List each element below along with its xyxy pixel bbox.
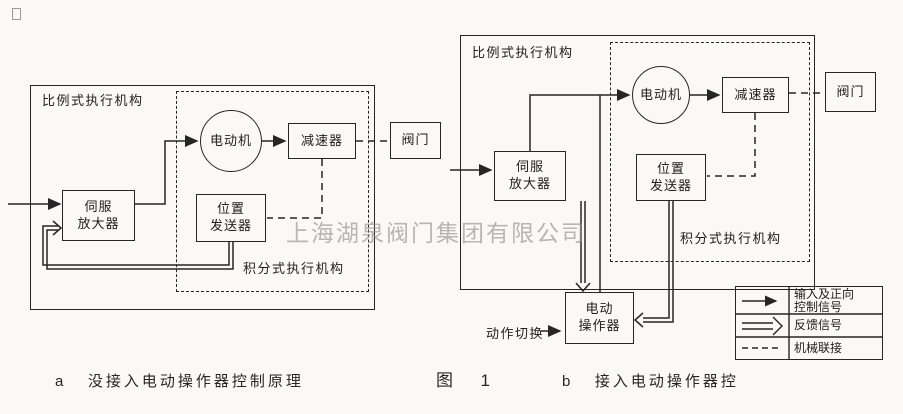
feedback-line-b-2 [643,201,674,323]
reducer-node-a: 减速器 [288,123,356,159]
position-transmitter-node-b: 位置 发送器 [636,154,706,201]
diagram-b-connections [450,89,825,337]
integral-actuator-label-b: 积分式执行机构 [680,231,782,246]
caption-b: b 接入电动操作器控 [562,373,739,390]
legend-label-feedback-signal: 反馈信号 [794,318,843,332]
electric-operator-node: 电动 操作器 [565,292,634,344]
proportional-actuator-label-a: 比例式执行机构 [42,93,144,108]
valve-node-b: 阀门 [825,72,876,112]
servo-to-motor-b [529,89,631,151]
proportional-actuator-label-b: 比例式执行机构 [472,45,574,60]
reducer-node-b: 减速器 [722,77,789,113]
feedback-line-a-2 [46,229,234,270]
action-switch-label: 动作切换 [486,326,545,341]
legend-box [735,286,883,360]
integral-actuator-label-a: 积分式执行机构 [243,261,345,276]
proportional-actuator-frame-a [30,85,375,310]
servo-to-operator-arrowhead [575,282,591,293]
legend-label-input-signal: 输入及正向 控制信号 [794,287,855,314]
legend-graphics [735,286,883,360]
caption-a: a 没接入电动操作器控制原理 [55,373,304,390]
motor-node-a: 电动机 [200,110,262,172]
servo-amplifier-node-a: 伺服 放大器 [62,190,135,241]
legend-label-mechanical-link: 机械联接 [794,341,843,355]
valve-node-a: 阀门 [390,122,441,159]
proportional-actuator-frame-b [460,35,815,290]
double-arrow-icon-head [772,316,783,336]
scan-artifact-glyph [12,8,21,20]
motor-node-b: 电动机 [632,66,690,124]
integral-actuator-frame-a [176,91,369,292]
feedback-arrowhead-b [633,312,644,328]
company-watermark: 上海湖泉阀门集团有限公司 [286,220,586,246]
reducer-to-transmitter-b [707,113,756,177]
feedback-line-a-1 [42,225,230,266]
position-transmitter-node-a: 位置 发送器 [196,194,266,242]
feedback-arrowhead-a [52,220,63,236]
servo-amplifier-node-b: 伺服 放大器 [494,151,566,201]
feedback-line-b-1 [643,201,670,319]
servo-to-motor-a [135,135,199,205]
integral-actuator-frame-b [610,42,810,262]
diagram-a-connections [8,135,390,270]
figure-number-label: 图 1 [436,371,496,390]
